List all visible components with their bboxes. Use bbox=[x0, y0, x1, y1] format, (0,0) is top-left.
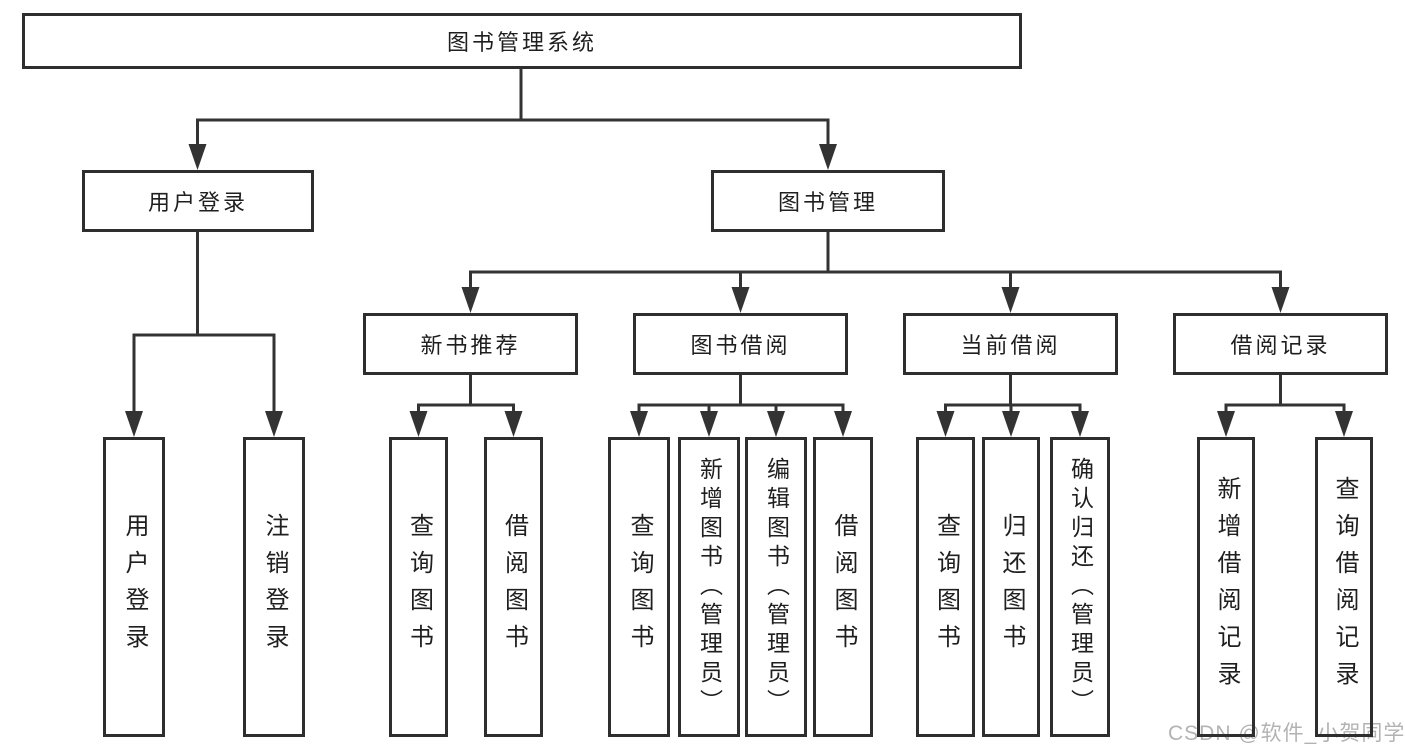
node-user-login: 用户登录 bbox=[82, 170, 314, 232]
leaf-label: 归还图书 bbox=[998, 513, 1025, 661]
leaf-label: 借阅图书 bbox=[500, 513, 528, 661]
leaf-label: 新增借阅记录 bbox=[1213, 476, 1240, 698]
leaf-return-books: 归还图书 bbox=[982, 437, 1040, 737]
leaf-label: 确认归还（管理员） bbox=[1067, 456, 1094, 718]
leaf-query-books-current: 查询图书 bbox=[916, 437, 975, 737]
leaf-query-borrow-record: 查询借阅记录 bbox=[1315, 437, 1373, 737]
node-new-book-recommendation: 新书推荐 bbox=[363, 313, 578, 375]
leaf-label: 用户登录 bbox=[121, 513, 148, 661]
leaf-label: 查询图书 bbox=[405, 513, 433, 661]
node-current-borrowing: 当前借阅 bbox=[903, 313, 1118, 375]
leaf-user-login: 用户登录 bbox=[103, 437, 165, 737]
connector-book-management-split bbox=[461, 230, 1290, 313]
connector-book-borrowing-split bbox=[630, 373, 852, 437]
node-borrowing-records: 借阅记录 bbox=[1173, 313, 1388, 375]
connector-user-login-split bbox=[125, 230, 283, 437]
leaf-borrow-books-recommend: 借阅图书 bbox=[484, 437, 543, 737]
leaf-add-book-admin: 新增图书（管理员） bbox=[678, 437, 740, 737]
connector-new-book-split bbox=[409, 373, 523, 437]
leaf-query-books-recommend: 查询图书 bbox=[389, 437, 448, 737]
node-book-borrowing: 图书借阅 bbox=[633, 313, 848, 375]
leaf-edit-book-admin: 编辑图书（管理员） bbox=[745, 437, 807, 737]
leaf-label: 注销登录 bbox=[261, 513, 288, 661]
leaf-add-borrow-record: 新增借阅记录 bbox=[1197, 437, 1255, 737]
leaf-logout: 注销登录 bbox=[243, 437, 305, 737]
leaf-confirm-return-admin: 确认归还（管理员） bbox=[1050, 437, 1110, 737]
node-book-management: 图书管理 bbox=[711, 170, 945, 232]
leaf-label: 新增图书（管理员） bbox=[696, 456, 723, 718]
leaf-label: 借阅图书 bbox=[830, 513, 857, 661]
connector-root-split bbox=[188, 66, 837, 170]
leaf-query-books-borrowing: 查询图书 bbox=[608, 437, 670, 737]
node-library-system: 图书管理系统 bbox=[22, 13, 1022, 69]
leaf-borrow-books-borrowing: 借阅图书 bbox=[813, 437, 873, 737]
leaf-label: 查询图书 bbox=[932, 513, 960, 661]
leaf-label: 查询图书 bbox=[626, 513, 653, 661]
leaf-label: 编辑图书（管理员） bbox=[763, 456, 790, 718]
connector-borrowing-records-split bbox=[1217, 373, 1353, 437]
watermark: CSDN @软件_小贺同学 bbox=[1168, 722, 1405, 745]
leaf-label: 查询借阅记录 bbox=[1331, 476, 1358, 698]
connector-current-borrowing-split bbox=[936, 373, 1089, 437]
